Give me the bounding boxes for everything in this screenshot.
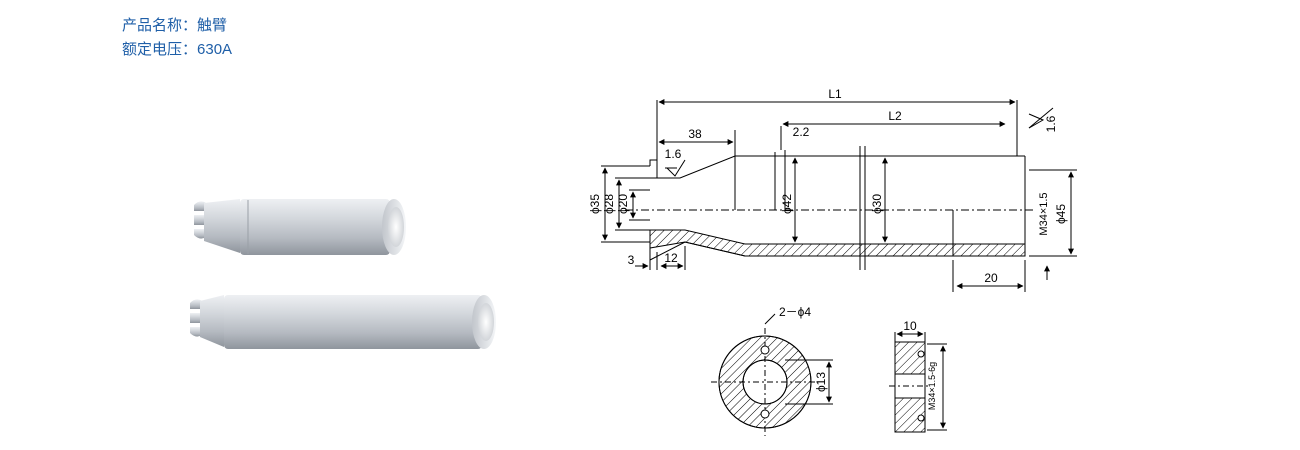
product-name-label: 产品名称： xyxy=(122,17,198,34)
rated-voltage-value: 630A xyxy=(197,41,233,58)
dim-l1: L1 xyxy=(828,87,842,101)
dim-phi20: ϕ20 xyxy=(616,194,630,214)
dim-phi42: ϕ42 xyxy=(780,194,794,214)
dim-20: 20 xyxy=(984,271,998,285)
dim-phi45: ϕ45 xyxy=(1054,204,1068,224)
dim-12: 12 xyxy=(664,251,678,265)
end-view-labels: 2－ϕ4 ϕ13 xyxy=(779,305,828,392)
long-contact-arm xyxy=(190,295,496,349)
product-name-value: 触臂 xyxy=(197,17,228,34)
dim-2-2: 2.2 xyxy=(793,125,810,139)
dim-thread-m34-6g: M34×1.5-6g xyxy=(927,362,937,410)
short-contact-arm xyxy=(194,199,406,255)
dim-phi30: ϕ30 xyxy=(870,194,884,214)
rated-voltage-row: 额定电压：630A xyxy=(122,38,232,62)
rated-voltage-label: 额定电压： xyxy=(122,41,198,58)
end-view xyxy=(711,313,833,436)
dim-38: 38 xyxy=(688,127,702,141)
product-info: 产品名称：触臂 额定电压：630A xyxy=(122,14,232,62)
product-name-row: 产品名称：触臂 xyxy=(122,14,232,38)
dim-2-phi4: 2－ϕ4 xyxy=(779,305,811,319)
main-view xyxy=(601,99,1077,292)
dim-phi13: ϕ13 xyxy=(814,372,828,392)
section-view-labels: 10 M34×1.5-6g xyxy=(903,319,937,410)
roughness-1-6-left: 1.6 xyxy=(665,147,682,161)
dim-phi35: ϕ35 xyxy=(588,194,602,214)
main-view-labels: L1 L2 38 2.2 1.6 1.6 ϕ35 ϕ28 ϕ20 ϕ42 ϕ30… xyxy=(588,87,1068,285)
dim-thread-m34: M34×1.5 xyxy=(1038,192,1050,235)
dim-10: 10 xyxy=(903,319,917,333)
dim-phi28: ϕ28 xyxy=(602,194,616,214)
technical-drawing: L1 L2 38 2.2 1.6 1.6 ϕ35 ϕ28 ϕ20 ϕ42 ϕ30… xyxy=(588,87,1077,436)
dim-3: 3 xyxy=(628,253,635,267)
dim-l2: L2 xyxy=(888,109,902,123)
section-view xyxy=(889,331,947,433)
roughness-1-6-right: 1.6 xyxy=(1044,115,1058,132)
product-photo xyxy=(190,199,496,349)
